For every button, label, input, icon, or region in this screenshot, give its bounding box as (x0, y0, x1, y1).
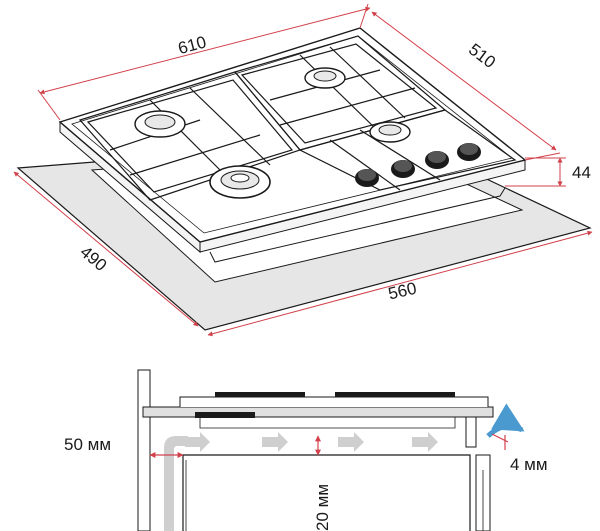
side-gap-label: 50 мм (64, 435, 111, 454)
airflow-arrow-icon (262, 432, 288, 452)
airflow-arrows (164, 432, 438, 531)
burner-icon (369, 121, 411, 143)
airflow-arrow-icon (185, 432, 210, 452)
knob-icon (457, 143, 481, 161)
dimension-560-label: 560 (386, 279, 418, 304)
burner-icon (134, 110, 186, 138)
airflow-arrow-icon (412, 432, 438, 452)
airflow-arrow-icon (338, 432, 364, 452)
cabinet-side-wall (137, 369, 151, 531)
oven-unit (182, 454, 471, 531)
knob-icon (391, 160, 415, 178)
exhaust-arrow-icon (486, 403, 525, 438)
knob-icon (425, 151, 449, 169)
hob-section (179, 396, 489, 407)
control-knobs (355, 143, 481, 187)
section-view (137, 369, 494, 531)
dimension-610-label: 610 (176, 32, 208, 58)
burner-icon (304, 67, 346, 89)
section-dimension-lines (149, 433, 509, 458)
dimension-490-label: 490 (76, 242, 110, 275)
dimension-lines (13, 3, 593, 337)
burner-icon (209, 165, 271, 199)
knob-icon (355, 169, 379, 187)
dimension-44-label: 44 (572, 163, 591, 182)
dimension-510-label: 510 (465, 40, 499, 72)
rear-gap-label: 4 мм (510, 455, 548, 474)
vertical-gap-label: 20 мм (313, 484, 332, 531)
